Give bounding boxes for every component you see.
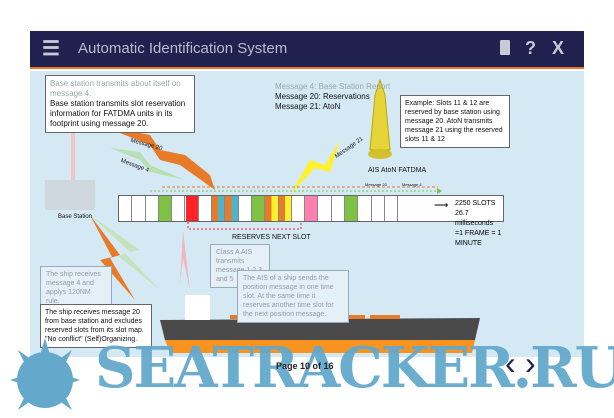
slot-2: [132, 196, 146, 221]
slot-7: [198, 196, 213, 221]
header-bar: ☰ Automatic Identification System ? X: [30, 31, 584, 69]
ship-sends-callout: The AIS of a ship sends the position mes…: [237, 270, 349, 323]
class-a-bolt: [180, 230, 190, 290]
callout-text: Base station transmits slot reservation …: [50, 99, 186, 128]
bar-message4-label: Message 4: [402, 182, 422, 187]
base-station-building: [45, 180, 95, 210]
hamburger-icon[interactable]: ☰: [42, 38, 60, 60]
slot-10: [238, 196, 252, 221]
slot-16: [318, 196, 332, 221]
arrow-icon: ⟶: [434, 200, 449, 211]
legend-msg21: Message 21: AtoN: [275, 102, 341, 111]
message-legend: Message 4: Base Station Report Message 2…: [275, 82, 390, 112]
slots-info: 2250 SLOTS 26.7 milliseconds: [455, 200, 496, 227]
slot-6: [185, 196, 199, 221]
watermark: SEATRACKER.RU: [0, 330, 614, 418]
slot-3: [145, 196, 159, 221]
slot-15: [305, 196, 319, 221]
ship-receives4-callout: The ship receives message 4 and applys 1…: [40, 266, 112, 310]
help-icon[interactable]: ?: [525, 38, 536, 58]
legend-msg4: Message 4: Base Station Report: [275, 82, 391, 91]
slot-12: [265, 196, 279, 221]
message4-bolt: [110, 148, 185, 180]
ship-msg20-bolt: [90, 215, 135, 300]
slot-11: [252, 196, 266, 221]
ship-hull-stripe: [165, 340, 475, 353]
slot-map-bar: ⟶ 2250 SLOTS 26.7 milliseconds =1 FRAME …: [118, 195, 504, 247]
frame-info: =1 FRAME = 1 MINUTE: [455, 230, 502, 247]
watermark-text: SEATRACKER.RU: [95, 335, 614, 401]
slot-18: [345, 196, 359, 221]
ship-receives20-callout: The ship receives message 20 from base s…: [40, 304, 152, 348]
base-station-callout: Base station transmits about itself on m…: [45, 75, 195, 133]
close-icon[interactable]: X: [552, 38, 565, 58]
page-indicator: Page 10 of 16: [276, 361, 334, 371]
document-icon[interactable]: [500, 40, 510, 55]
base-tower: [71, 110, 75, 180]
slot-8: [212, 196, 226, 221]
slot-20: [371, 196, 385, 221]
slot-17: [331, 196, 346, 221]
slot-5: [172, 196, 186, 221]
next-page-button[interactable]: ›: [525, 345, 536, 381]
aton-base: [368, 149, 392, 159]
slot-4: [158, 196, 173, 221]
reserves-next-slot-label: RESERVES NEXT SLOT: [232, 234, 311, 241]
message20-bolt: [100, 125, 215, 190]
slot-19: [358, 196, 372, 221]
example-callout: Example: Slots 11 & 12 are reserved by b…: [400, 95, 510, 148]
sun-logo-icon: [10, 338, 80, 410]
bar-message20-label: Message 20: [365, 182, 387, 187]
ship-bridge: [185, 295, 210, 320]
slot-9: [225, 196, 239, 221]
aton-label: AIS AtoN FATDMA: [368, 167, 427, 174]
app-title: Automatic Identification System: [78, 40, 288, 57]
callout-faded-text: Base station transmits about itself on m…: [50, 79, 181, 98]
aton-buoy: [369, 78, 391, 151]
slot-1: [119, 196, 133, 221]
slot-21: [385, 196, 399, 221]
legend-msg20: Message 20: Reservations: [275, 92, 370, 101]
message21-bolt: [290, 140, 340, 195]
base-station-label: Base Station: [58, 214, 93, 220]
slot-13: [278, 196, 292, 221]
prev-page-button[interactable]: ‹: [505, 345, 516, 381]
slot-14: [291, 196, 306, 221]
